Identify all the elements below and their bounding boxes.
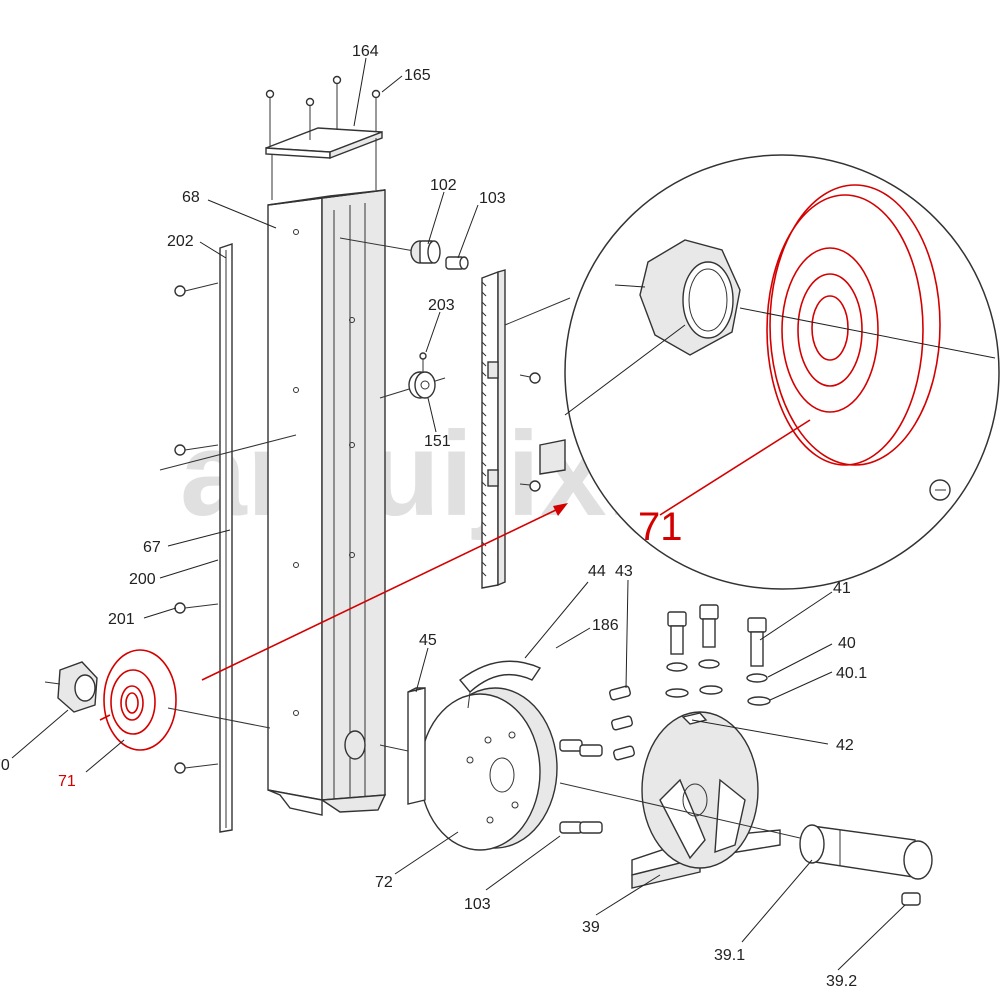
part-labels: 164 165 68 102 103 202 203 151 67 200 20… (0, 43, 867, 990)
label-39-2: 39.2 (826, 973, 857, 990)
label-68: 68 (182, 189, 200, 206)
bushing-part-102 (410, 240, 441, 264)
shaft-part-39-1 (559, 782, 933, 880)
strip-part-67 (219, 243, 233, 833)
label-40-1: 40.1 (836, 665, 867, 682)
disc-part-71 (99, 649, 177, 751)
label-151: 151 (424, 433, 451, 450)
label-67: 67 (143, 539, 161, 556)
zoom-label-71: 71 (638, 505, 683, 549)
label-103-top: 103 (479, 190, 506, 207)
screws-part-201 (174, 282, 219, 774)
label-186: 186 (592, 617, 619, 634)
label-39: 39 (582, 919, 600, 936)
leader-lines (11, 57, 906, 971)
screws-part-165 (265, 75, 381, 146)
label-44: 44 (588, 563, 606, 580)
label-103-bottom: 103 (464, 896, 491, 913)
collar-part-151 (408, 352, 436, 399)
label-203: 203 (428, 297, 455, 314)
label-45: 45 (419, 632, 437, 649)
label-201: 201 (108, 611, 135, 628)
label-164: 164 (352, 43, 379, 60)
bolts-part-41 (665, 604, 771, 725)
gear-rack (481, 269, 571, 589)
label-202: 202 (167, 233, 194, 250)
label-41: 41 (833, 580, 851, 597)
column-part-68 (267, 189, 387, 816)
label-200: 200 (129, 571, 156, 588)
zoom-arrow (201, 503, 568, 681)
nut-part-70 (44, 661, 98, 713)
label-102: 102 (430, 177, 457, 194)
label-42: 42 (836, 737, 854, 754)
screws-part-43 (559, 685, 635, 834)
cap-part-164 (265, 127, 383, 200)
key-part-39-2 (901, 892, 921, 906)
label-70: 70 (0, 757, 10, 774)
label-72: 72 (375, 874, 393, 891)
label-43: 43 (615, 563, 633, 580)
label-165: 165 (404, 67, 431, 84)
zoom-detail-view (564, 154, 1000, 590)
screw-part-103 (445, 256, 469, 270)
key-part-45 (407, 687, 426, 805)
label-40: 40 (838, 635, 856, 652)
ring-part-44 (458, 660, 542, 709)
label-39-1: 39.1 (714, 947, 745, 964)
bearing-block-part-39 (631, 711, 781, 889)
label-71: 71 (58, 773, 76, 790)
flange-part-72 (419, 687, 558, 851)
